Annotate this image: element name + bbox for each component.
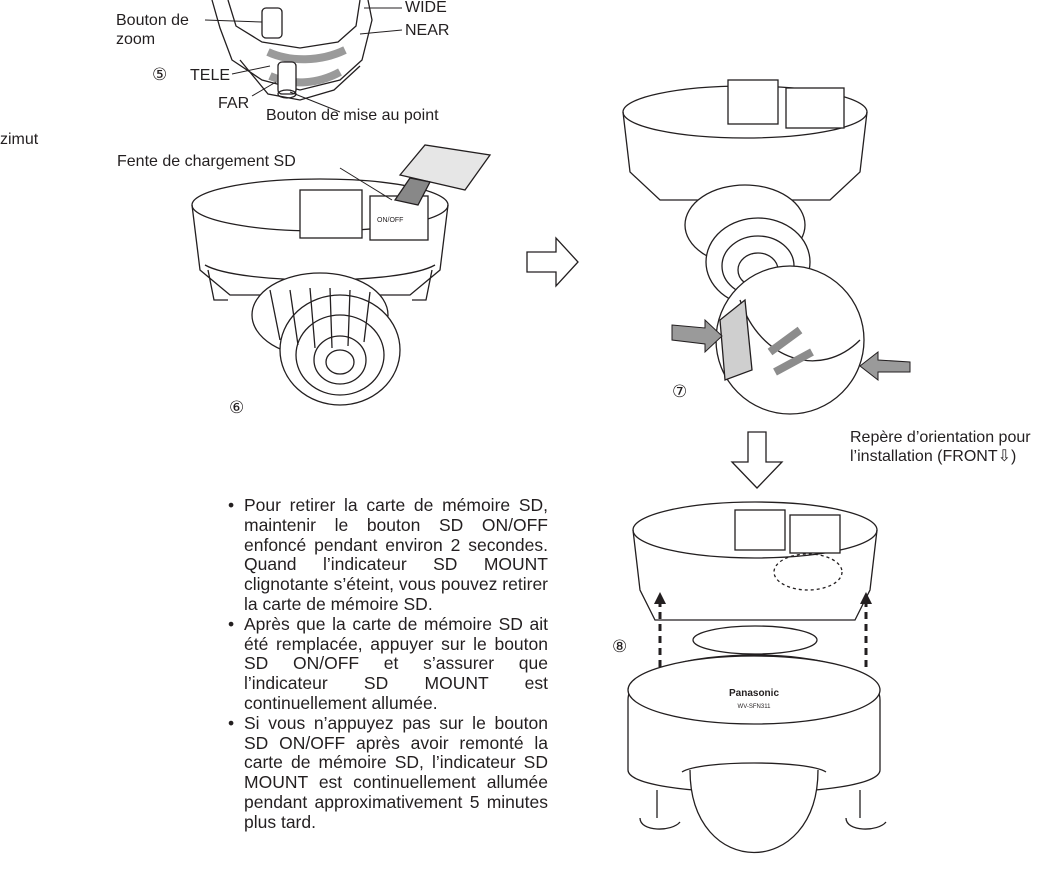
step-5-marker: ⑤ (152, 65, 168, 84)
azimut-fragment-label: zimut (0, 131, 39, 148)
note-after-replace: Après que la carte de mémoire SD ait été… (228, 614, 548, 714)
wide-label: WIDE (405, 0, 447, 16)
zoom-button-label: Bouton de zoom (116, 12, 189, 48)
focus-button-label: Bouton de mise au point (266, 107, 439, 124)
step-8-marker: ⑧ (612, 637, 628, 656)
near-label: NEAR (405, 22, 450, 39)
sd-slot-label: Fente de chargement SD (117, 153, 296, 170)
sd-card-notes: Pour retirer la carte de mémoire SD, mai… (228, 495, 548, 833)
step-6-marker: ⑥ (229, 398, 245, 417)
tele-label: TELE (190, 67, 231, 84)
far-label: FAR (218, 95, 250, 112)
note-remove-sd: Pour retirer la carte de mémoire SD, mai… (228, 495, 548, 615)
on-off-small-label: ON/OFF (377, 217, 403, 224)
step-7-marker: ⑦ (672, 382, 688, 401)
brand-text: Panasonic (729, 688, 779, 699)
orientation-mark-label: Repère d’orientation pour l’installation… (850, 429, 1031, 465)
model-text: WV-SFN311 (738, 704, 772, 710)
note-no-press: Si vous n’appuyez pas sur le bouton SD O… (228, 713, 548, 833)
